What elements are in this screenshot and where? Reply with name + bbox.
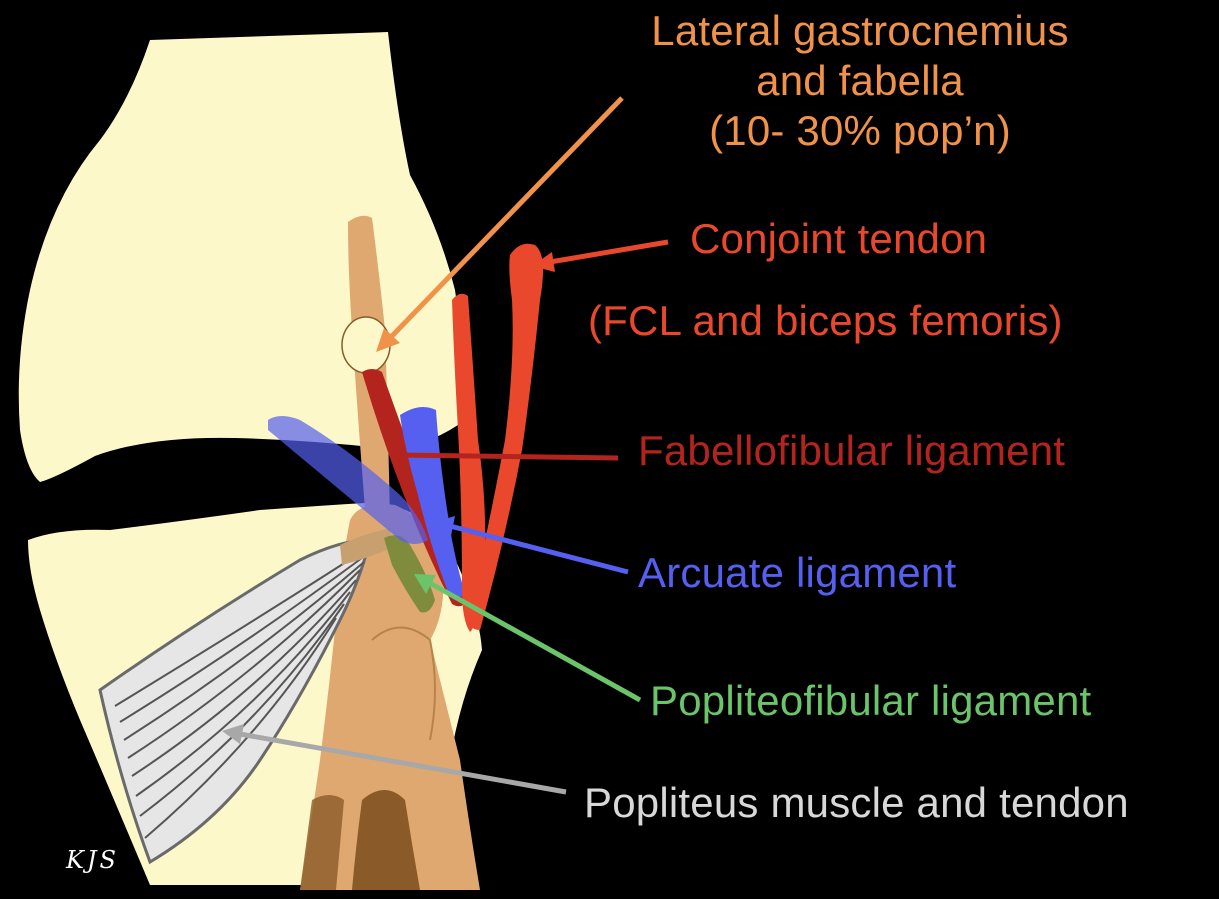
fibula-shadow-left [300,795,344,890]
label-line: (10- 30% pop’n) [709,107,1011,154]
label-line: and fabella [756,57,964,104]
arcuate-pointer [449,523,629,575]
conjoint-pointer [549,239,669,265]
fabellofibular-pointer [397,452,619,461]
callout-arrows [222,96,669,795]
conjoint-tendon [452,243,544,632]
author-signature: KJS [66,846,119,874]
label-arcuate-ligament: Arcuate ligament [638,549,957,596]
label-popliteus-muscle: Popliteus muscle and tendon [584,779,1129,826]
popliteus-pointer [239,731,567,795]
femur-bone [18,32,462,482]
label-line: Lateral gastrocnemius [651,7,1069,54]
label-conjoint-tendon-subtitle: (FCL and biceps femoris) [588,297,1063,344]
label-lateral-gastrocnemius: Lateral gastrocnemius and fabella (10- 3… [600,6,1120,156]
label-fabellofibular-ligament: Fabellofibular ligament [638,427,1066,474]
fibula-shadow [352,790,420,890]
popliteofibular-pointer [426,579,642,703]
popliteus-muscle [98,528,392,865]
label-popliteofibular-ligament: Popliteofibular ligament [650,677,1092,724]
popliteofibular-ligament [384,535,435,613]
gastrocnemius-pointer [390,96,624,338]
label-conjoint-tendon: Conjoint tendon [690,215,988,262]
fibula-head-outline [371,626,436,741]
